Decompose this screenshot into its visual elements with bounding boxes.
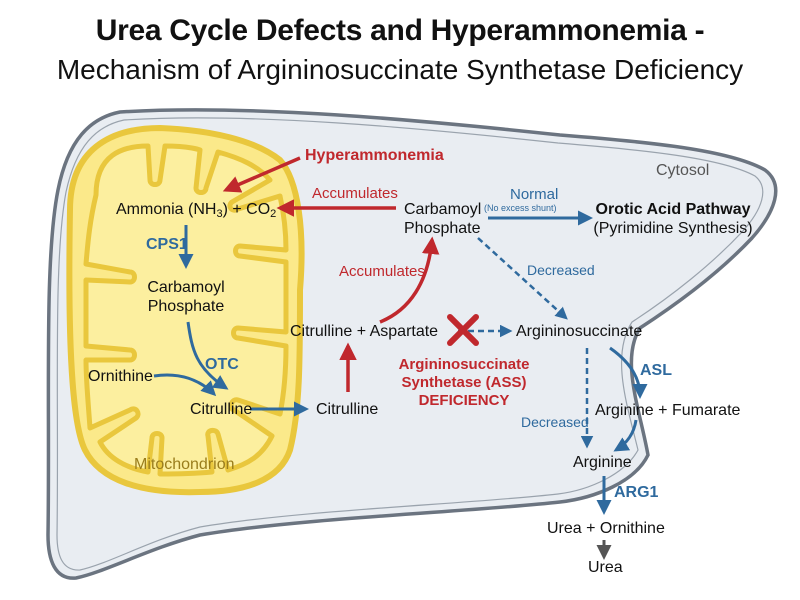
title-line-2: Mechanism of Argininosuccinate Synthetas… [56,54,744,85]
ass-deficiency-label: Argininosuccinate Synthetase (ASS) DEFIC… [398,356,530,409]
cytosol-citrulline: Citrulline [316,401,379,418]
argininosuccinate: Argininosuccinate [516,323,643,340]
mito-ornithine: Ornithine [88,368,153,385]
urea: Urea [588,559,623,576]
enzyme-asl: ASL [640,362,672,379]
citrulline-aspartate: Citrulline + Aspartate [290,323,439,340]
decreased-bottom-label: Decreased [521,414,589,430]
cytosol-label: Cytosol [656,162,710,179]
arrow-ornithine-in [153,373,217,397]
arrow-accumulates-mid [379,236,440,324]
arrow-otc [186,321,229,390]
mitochondrion-inner [83,143,289,477]
block-x-icon [447,314,479,346]
mito-citrulline: Citrulline [190,401,253,418]
enzyme-arg1: ARG1 [614,484,659,501]
accumulates-top-label: Accumulates [312,185,398,202]
title-line-1: Urea Cycle Defects and Hyperammonemia - [95,14,705,47]
urea-ornithine: Urea + Ornithine [547,520,665,537]
hyperammonemia-label: Hyperammonemia [305,147,444,164]
normal-note: (No excess shunt) [484,203,557,213]
arrow-hyperammonemia [222,156,301,193]
normal-label: Normal [510,186,559,203]
arrow-fumarate-to-arginine [613,419,638,452]
arginine-fumarate: Arginine + Fumarate [595,402,741,419]
accumulates-mid-label: Accumulates [339,263,425,280]
mitochondrion-label: Mitochondrion [134,456,235,473]
enzyme-cps1: CPS1 [146,236,188,253]
enzyme-otc: OTC [205,356,239,373]
arrow-asl [609,346,648,399]
ammonia-co2-label: Ammonia (NH3) + CO2 [116,201,277,220]
arginine: Arginine [573,454,632,471]
orotic-acid-pathway: Orotic Acid Pathway (Pyrimidine Synthesi… [593,201,753,237]
decreased-top-label: Decreased [527,262,595,278]
